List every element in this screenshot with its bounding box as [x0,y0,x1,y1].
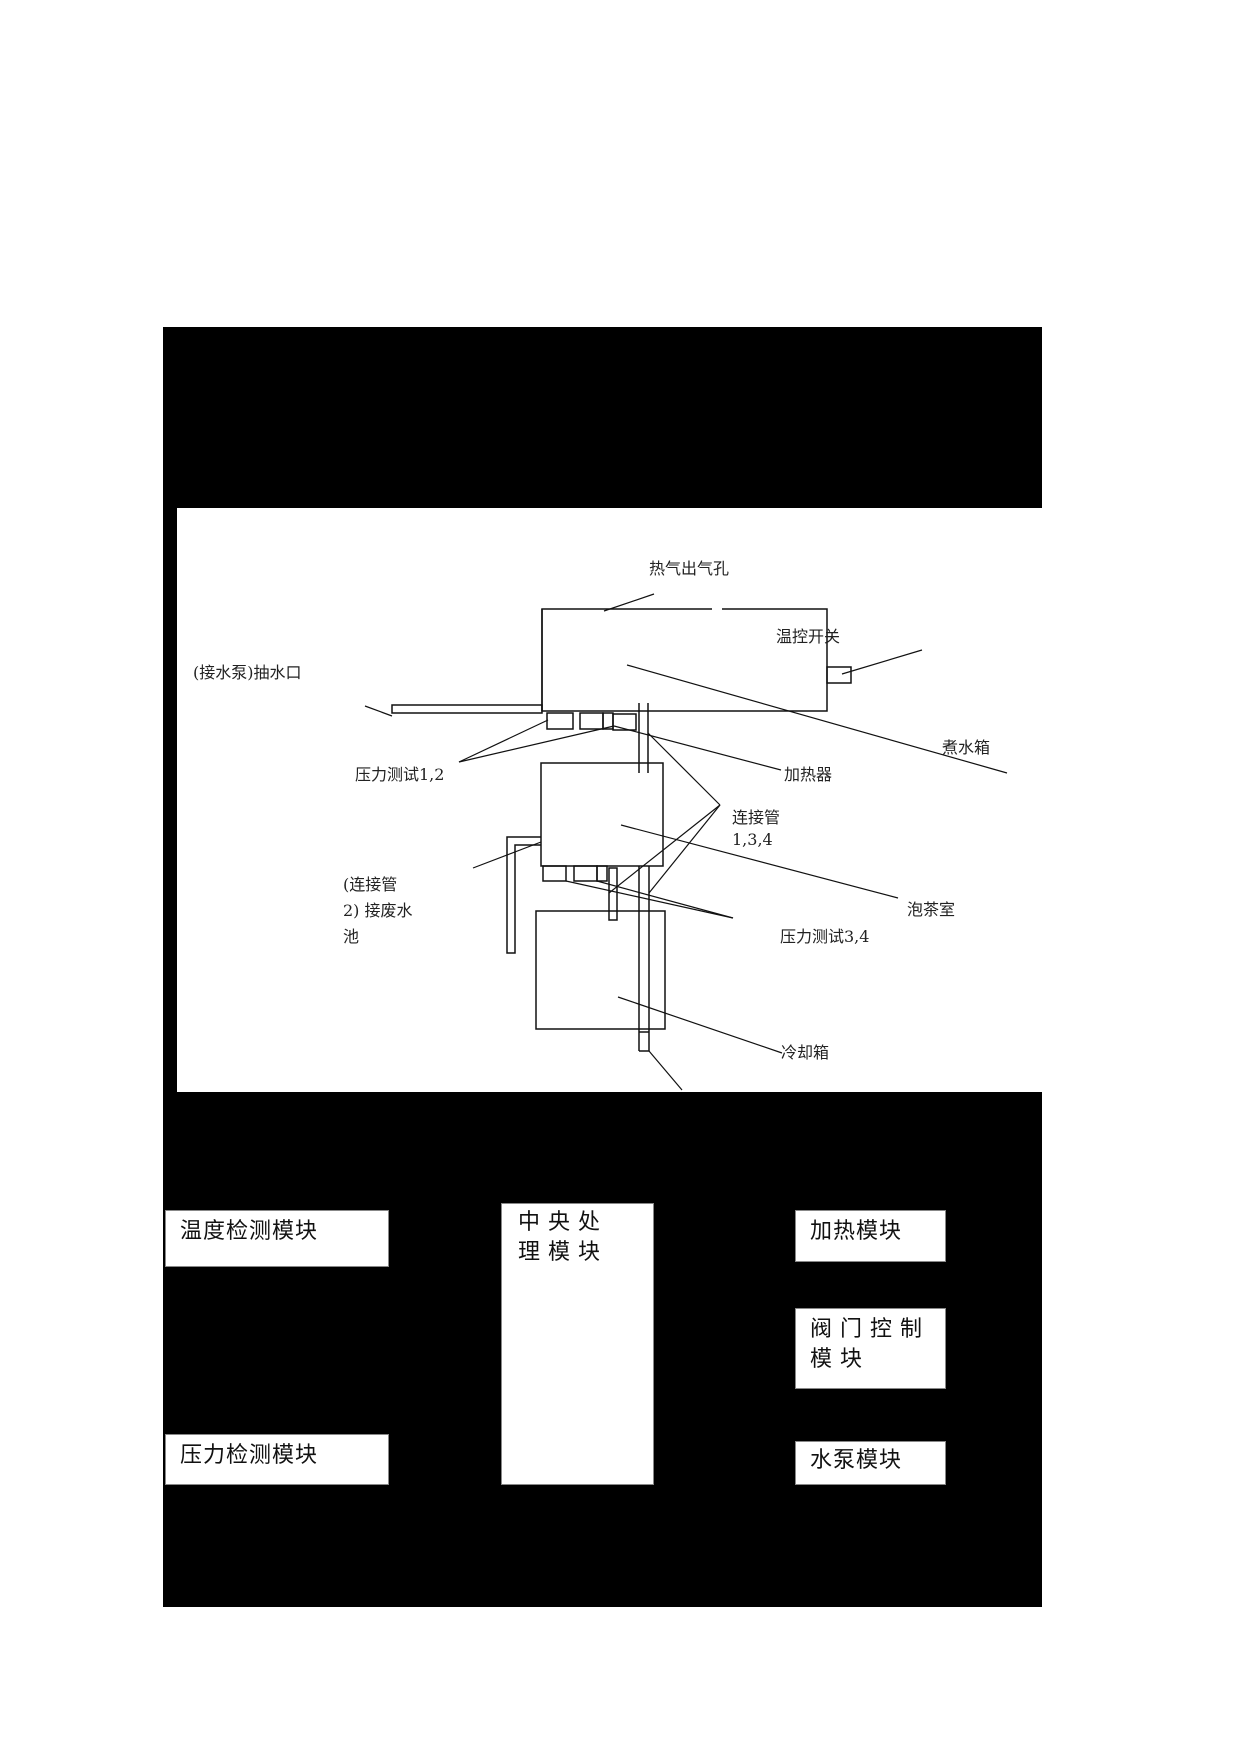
label-boiling-tank: 煮水箱 [942,738,991,757]
label-pressure-test-3-4: 压力测试3,4 [780,927,870,946]
label-pressure-test-1-2: 压力测试1,2 [355,765,445,784]
label-connecting-pipe-line2: 1,3,4 [732,830,773,849]
label-thermostat-switch: 温控开关 [776,627,841,646]
label-connecting-pipe-1-3-4: 连接管 1,3,4 [732,807,780,851]
module-temperature-detection-label: 温度检测模块 [180,1219,319,1244]
label-hot-air-vent: 热气出气孔 [649,559,730,578]
module-pressure-detection: 压力检测模块 [165,1434,389,1485]
module-heating-label: 加热模块 [810,1219,903,1244]
boiling-tank-box [541,608,828,712]
label-cooling-tank: 冷却箱 [781,1043,830,1062]
apparatus-drawing [364,593,1008,1091]
module-heating: 加热模块 [795,1210,946,1262]
module-central-processing-label: 中央处理模块 [518,1210,609,1265]
module-pressure-detection-label: 压力检测模块 [180,1443,319,1468]
label-water-inlet: (接水泵)抽水口 [193,663,302,682]
label-heater: 加热器 [784,765,833,784]
label-connecting-pipe-line1: 连接管 [732,808,781,827]
apparatus-diagram: 热气出气孔 温控开关 (接水泵)抽水口 煮水箱 压力测试1,2 加热器 连接管 … [177,508,1042,1092]
module-valve-control-label: 阀门控制模块 [810,1317,931,1372]
label-waste-line2: 2) 接废水 [343,901,413,920]
label-waste-line3: 池 [343,927,360,946]
module-valve-control: 阀门控制模块 [795,1308,946,1389]
module-temperature-detection: 温度检测模块 [165,1210,389,1267]
module-central-processing: 中央处理模块 [501,1203,654,1485]
module-water-pump-label: 水泵模块 [810,1448,903,1473]
label-waste-line1: (连接管 [343,875,398,894]
module-water-pump: 水泵模块 [795,1441,946,1485]
label-connecting-pipe-2-waste: (连接管 2) 接废水 池 [343,872,413,950]
label-brewing-chamber: 泡茶室 [907,900,956,919]
